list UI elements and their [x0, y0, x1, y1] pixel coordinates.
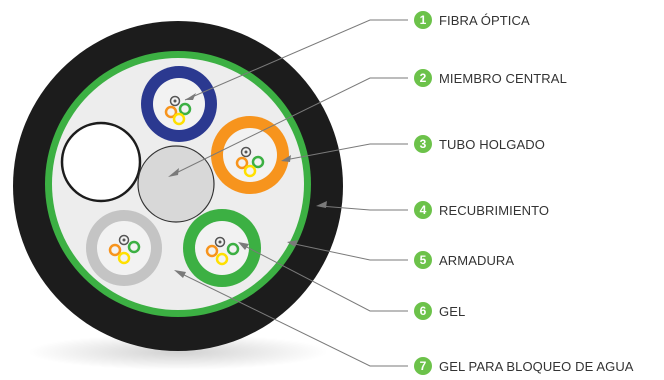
legend-item-6: 6 GEL: [414, 301, 465, 321]
cable-shadow: [28, 334, 328, 370]
arrowhead-3: [281, 155, 291, 162]
legend-label: GEL PARA BLOQUEO DE AGUA: [439, 358, 634, 374]
legend-number-badge: 4: [414, 201, 432, 219]
leader-line-6: [240, 243, 408, 312]
leader-line-5: [289, 242, 408, 261]
arrowhead-4: [316, 201, 327, 208]
legend-number-badge: 5: [414, 251, 432, 269]
legend-label: MIEMBRO CENTRAL: [439, 70, 567, 86]
leader-line-3: [284, 143, 408, 161]
legend-label: TUBO HOLGADO: [439, 136, 545, 152]
arrowhead-1: [185, 93, 196, 100]
legend-item-7: 7 GEL PARA BLOQUEO DE AGUA: [414, 356, 634, 376]
legend-label: FIBRA ÓPTICA: [439, 12, 530, 28]
central-member: [137, 145, 215, 223]
legend-item-3: 3 TUBO HOLGADO: [414, 134, 545, 154]
loose-tube-grey: [86, 210, 162, 286]
leader-line-1: [184, 19, 408, 101]
legend-item-4: 4 RECUBRIMIENTO: [414, 200, 549, 220]
legend-item-5: 5 ARMADURA: [414, 250, 514, 270]
legend-item-1: 1 FIBRA ÓPTICA: [414, 10, 530, 30]
legend-number-badge: 7: [414, 357, 432, 375]
leader-line-2: [171, 77, 408, 176]
legend-number-badge: 2: [414, 69, 432, 87]
arrowhead-7: [174, 270, 186, 278]
leader-line-4: [319, 205, 408, 211]
loose-tube-blue: [141, 66, 217, 142]
legend-number-badge: 1: [414, 11, 432, 29]
filler-rod: [60, 121, 142, 203]
legend-label: ARMADURA: [439, 252, 515, 268]
loose-tube-orange: [211, 116, 289, 194]
arrowhead-2: [168, 168, 179, 177]
legend-item-2: 2 MIEMBRO CENTRAL: [414, 68, 567, 88]
legend-label: GEL: [439, 303, 466, 319]
legend-number-badge: 3: [414, 135, 432, 153]
arrowhead-5: [287, 240, 298, 247]
leader-line-7: [177, 271, 408, 367]
legend-label: RECUBRIMIENTO: [439, 202, 550, 218]
loose-tube-green: [183, 209, 261, 287]
arrowhead-6: [238, 242, 249, 250]
legend-number-badge: 6: [414, 302, 432, 320]
